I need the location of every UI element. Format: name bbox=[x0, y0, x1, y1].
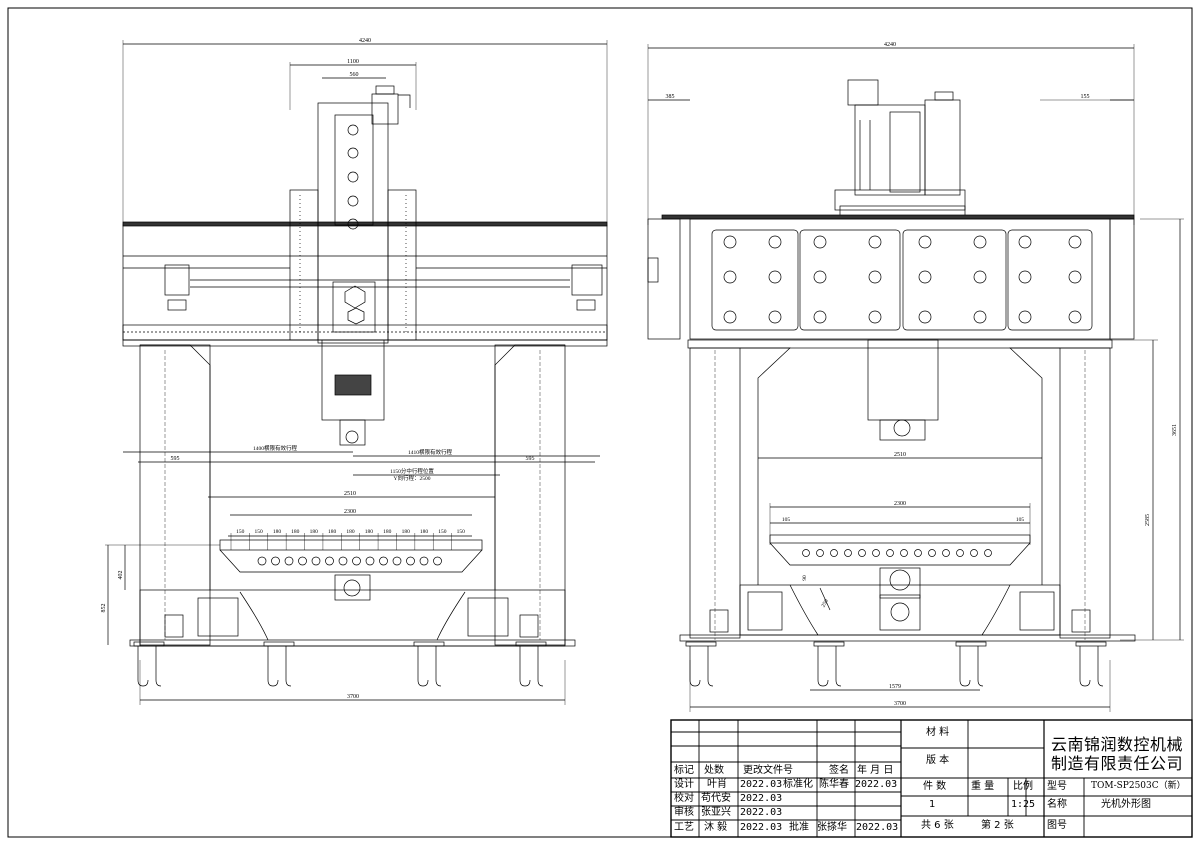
front-view: 4240 1100 560 bbox=[101, 38, 608, 705]
row-role: 设计 bbox=[674, 779, 694, 790]
front-dim-column-spacing: 1100 bbox=[347, 59, 359, 65]
name-value: 光机外形图 bbox=[1101, 799, 1151, 810]
drawing-no-label: 图号 bbox=[1047, 820, 1067, 831]
header-sign: 签名 bbox=[829, 765, 849, 776]
scale-label: 比例 bbox=[1013, 781, 1033, 792]
slot-pitch-label: 150 bbox=[438, 529, 447, 535]
scale-value: 1:25 bbox=[1011, 799, 1036, 810]
row-name: 苟代安 bbox=[701, 793, 731, 804]
side-right-offset: 155 bbox=[1081, 94, 1090, 100]
slot-pitch-label: 150 bbox=[254, 529, 263, 535]
side-edge-right: 105 bbox=[1016, 517, 1025, 523]
row-role: 审核 bbox=[674, 807, 694, 818]
slot-pitch-label: 180 bbox=[365, 529, 374, 535]
drawing-frame bbox=[7, 7, 1193, 838]
row-role: 校对 bbox=[674, 793, 694, 804]
slot-pitch-label: 180 bbox=[420, 529, 429, 535]
material-label: 材 料 bbox=[926, 727, 950, 738]
slot-pitch-label: 180 bbox=[291, 529, 300, 535]
title-block: 材 料 版 本 云南锦润数控机械 制造有限责任公司 标记 处数 更改文件号 签名… bbox=[671, 720, 1192, 837]
row-name: 沐 毅 bbox=[704, 822, 728, 833]
side-base-width: 3700 bbox=[894, 701, 906, 707]
row-date: 2022.03 bbox=[740, 822, 783, 833]
side-small-a: 90 bbox=[802, 575, 808, 581]
side-total-height: 3651 bbox=[1172, 424, 1178, 436]
side-mid-height: 2585 bbox=[1145, 514, 1151, 526]
header-date: 年 月 日 bbox=[857, 765, 894, 776]
row-name2: 陈华春 bbox=[819, 779, 849, 790]
front-side-left: 595 bbox=[171, 456, 180, 462]
front-x-travel-left: 1400横限有效行程 bbox=[253, 444, 298, 452]
row-name: 张亚兴 bbox=[701, 807, 731, 818]
front-base-height: 852 bbox=[101, 604, 107, 613]
company-name-line1: 云南锦润数控机械 bbox=[1051, 735, 1184, 754]
company-name-line2: 制造有限责任公司 bbox=[1051, 754, 1184, 773]
side-table-width: 2300 bbox=[894, 501, 906, 507]
row-name2: 张搽华 bbox=[817, 822, 847, 833]
slot-pitch-label: 180 bbox=[383, 529, 392, 535]
side-foot-spacing: 1579 bbox=[889, 684, 901, 690]
front-inner-width: 2510 bbox=[344, 491, 356, 497]
side-edge-left: 105 bbox=[782, 517, 791, 523]
version-label: 版 本 bbox=[926, 755, 950, 766]
side-left-offset: 385 bbox=[666, 94, 675, 100]
front-table-width: 2300 bbox=[344, 509, 356, 515]
slot-pitch-label: 180 bbox=[273, 529, 282, 535]
slot-pitch-label: 180 bbox=[402, 529, 411, 535]
row-date: 2022.03 bbox=[740, 793, 783, 804]
front-x-travel-right: 1410横限有效行程 bbox=[408, 448, 453, 456]
row-role2: 标准化 bbox=[783, 779, 813, 790]
sheet-number: 第 2 张 bbox=[981, 820, 1014, 831]
slot-pitch-label: 150 bbox=[236, 529, 245, 535]
side-inner-width: 2510 bbox=[894, 452, 906, 458]
front-slot-pitches: 150 150 180 180 180 180 180 180 180 180 180 150 150 bbox=[230, 529, 466, 550]
model-value: TOM-SP2503C（新） bbox=[1091, 781, 1186, 791]
front-center-pos: 1150分中行程位置 bbox=[390, 467, 434, 475]
slot-pitch-label: 180 bbox=[310, 529, 319, 535]
row-name: 叶肖 bbox=[707, 779, 727, 790]
slot-pitch-label: 150 bbox=[457, 529, 466, 535]
row-date: 2022.03 bbox=[740, 807, 783, 818]
row-role2: 批准 bbox=[789, 822, 809, 833]
front-y-travel: Y向行程：2500 bbox=[394, 474, 431, 482]
side-small-b: 250 bbox=[820, 598, 829, 608]
side-view: 4240 385 155 bbox=[647, 42, 1184, 712]
sheets-total: 共 6 张 bbox=[921, 820, 954, 831]
model-label: 型号 bbox=[1047, 781, 1067, 792]
row-date: 2022.03 bbox=[740, 779, 783, 790]
slot-pitch-label: 180 bbox=[328, 529, 337, 535]
front-base-width: 3700 bbox=[347, 694, 359, 700]
row-date2: 2022.03 bbox=[855, 779, 898, 790]
front-table-height: 402 bbox=[118, 571, 124, 580]
qty-value: 1 bbox=[929, 799, 936, 810]
side-dim-overall: 4240 bbox=[884, 42, 896, 48]
header-doc: 更改文件号 bbox=[743, 765, 793, 776]
front-dim-overall: 4240 bbox=[359, 38, 371, 44]
qty-label: 件 数 bbox=[923, 781, 947, 792]
row-date2: 2022.03 bbox=[856, 822, 899, 833]
weight-label: 重 量 bbox=[971, 781, 995, 792]
title-block-grid bbox=[670, 719, 1193, 838]
header-count: 处数 bbox=[704, 765, 724, 776]
header-mark: 标记 bbox=[674, 765, 694, 776]
name-label: 名称 bbox=[1047, 799, 1067, 810]
row-role: 工艺 bbox=[674, 822, 694, 833]
front-dim-head-width: 560 bbox=[350, 72, 359, 78]
front-side-right: 595 bbox=[526, 456, 535, 462]
slot-pitch-label: 180 bbox=[346, 529, 355, 535]
